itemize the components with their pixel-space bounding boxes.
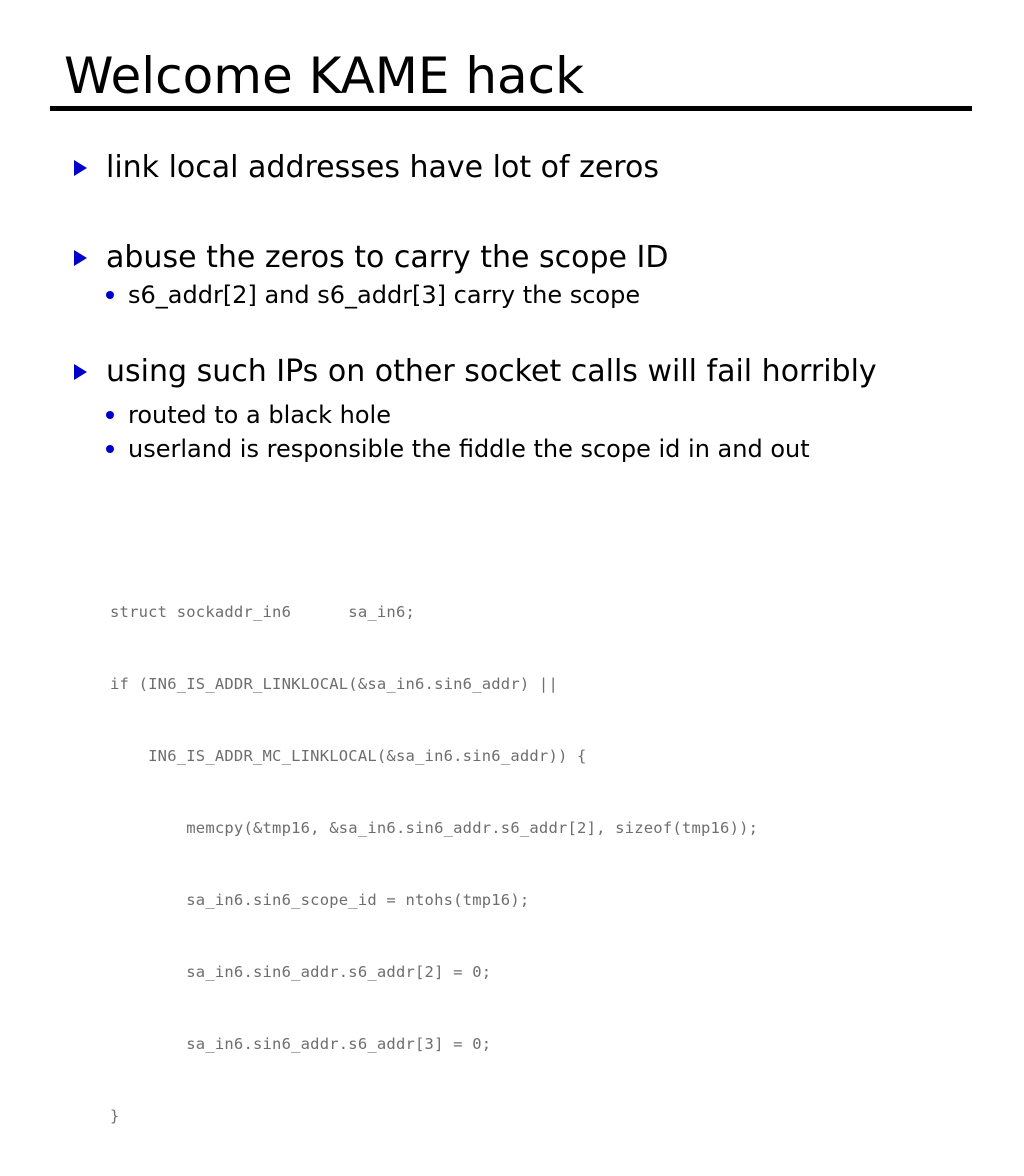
code-line: sa_in6.sin6_scope_id = ntohs(tmp16); [110,891,530,909]
dot-bullet-icon [106,291,114,299]
dot-bullet-icon [106,445,114,453]
sub-bullet-item-3: userland is responsible the fiddle the s… [72,432,992,466]
dot-bullet-icon [106,411,114,419]
sub-bullet-item-2-label: routed to a black hole [128,401,391,429]
code-line: struct sockaddr_in6 sa_in6; [110,603,416,621]
bullet-item-2: abuse the zeros to carry the scope ID [72,238,992,278]
sub-bullet-item-3-label: userland is responsible the fiddle the s… [128,435,810,463]
spacer [72,188,992,238]
bullet-item-1: link local addresses have lot of zeros [72,148,992,188]
triangle-bullet-icon [74,250,87,266]
triangle-bullet-icon [74,160,87,176]
code-line: sa_in6.sin6_addr.s6_addr[2] = 0; [110,963,492,981]
code-line: sa_in6.sin6_addr.s6_addr[3] = 0; [110,1035,492,1053]
bullet-list: link local addresses have lot of zeros a… [72,148,992,466]
code-line: IN6_IS_ADDR_MC_LINKLOCAL(&sa_in6.sin6_ad… [110,747,587,765]
page-title: Welcome KAME hack [64,47,585,105]
spacer [72,312,992,352]
sub-bullet-item-1: s6_addr[2] and s6_addr[3] carry the scop… [72,278,992,312]
bullet-item-1-label: link local addresses have lot of zeros [106,150,659,185]
code-line: memcpy(&tmp16, &sa_in6.sin6_addr.s6_addr… [110,819,759,837]
triangle-bullet-icon [74,364,87,380]
code-line: } [110,1107,120,1125]
sub-bullet-item-1-label: s6_addr[2] and s6_addr[3] carry the scop… [128,281,641,309]
title-block: Welcome KAME hack [50,48,974,111]
sub-bullet-item-2: routed to a black hole [72,398,992,432]
title-divider [50,106,972,111]
bullet-item-3: using such IPs on other socket calls wil… [72,352,992,392]
code-snippet: struct sockaddr_in6 sa_in6; if (IN6_IS_A… [110,552,758,1176]
slide: Welcome KAME hack link local addresses h… [50,48,992,1125]
bullet-item-3-label: using such IPs on other socket calls wil… [106,354,877,389]
bullet-item-2-label: abuse the zeros to carry the scope ID [106,240,669,275]
code-line: if (IN6_IS_ADDR_LINKLOCAL(&sa_in6.sin6_a… [110,675,558,693]
